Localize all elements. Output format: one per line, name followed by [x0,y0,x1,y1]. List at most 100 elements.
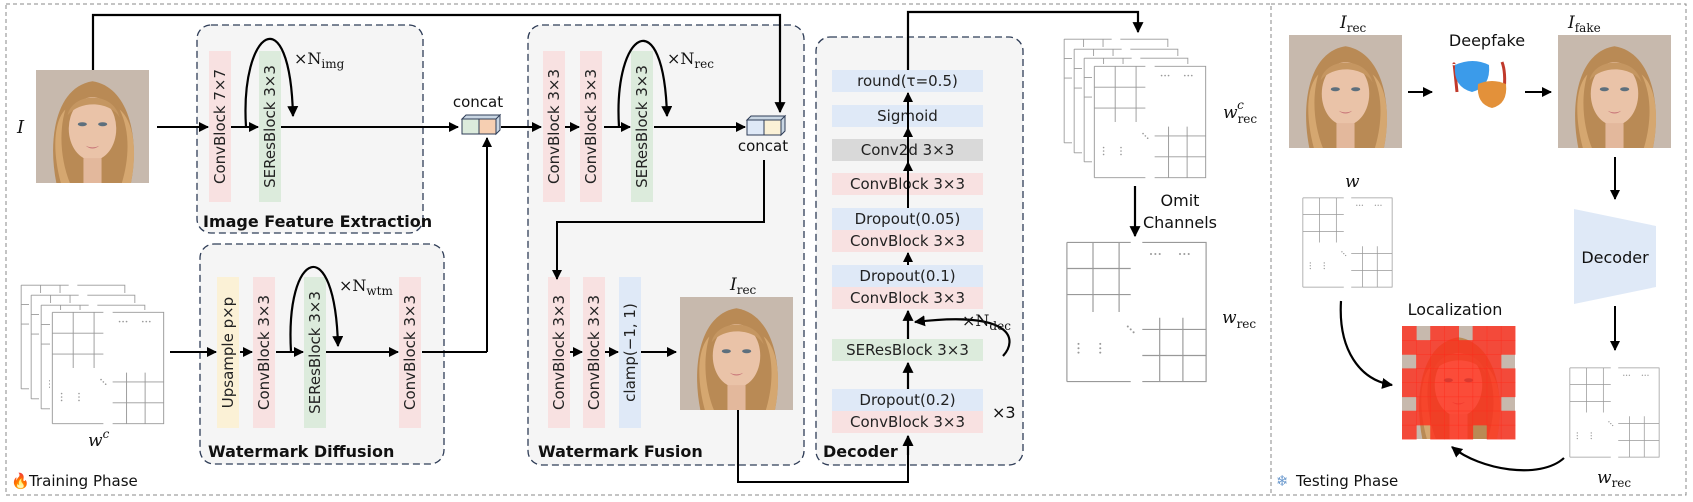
omit-label-1: Omit [1161,191,1200,210]
fire-icon: 🔥 [11,472,30,490]
decoder-block-4-label: Dropout(0.05) [855,210,961,228]
deepfake-label: Deepfake [1449,31,1525,50]
wf-bottom-block-1-label: ConvBlock 3×3 [585,295,603,410]
localization-cell [1416,354,1431,369]
localization-map [1402,326,1516,440]
test-decoder-shape [1574,209,1656,304]
test-irec-label: Irec [1339,13,1367,35]
input-image-label: I [16,117,25,138]
decoder-title: Decoder [823,442,898,461]
decoder-block-7-label: ConvBlock 3×3 [850,289,965,307]
decoder-block-0: round(τ=0.5) [832,70,983,92]
localization-cell [1472,354,1488,369]
training-phase-label: Training Phase [28,472,138,490]
localization-cell [1430,368,1445,383]
repeat-dec: ×Ndec [962,311,1011,333]
localization-cell [1500,382,1516,398]
decoder-block-8-label: SEResBlock 3×3 [846,341,969,359]
decoder-block-10-label: ConvBlock 3×3 [850,413,965,431]
localization-cell [1500,410,1516,426]
localization-cell [1430,340,1445,355]
localization-cell [1416,382,1431,398]
wf-top-block-2-label: SEResBlock 3×3 [633,65,651,188]
wd-block-1: ConvBlock 3×3 [253,277,275,428]
ifake-label: Ifake [1567,13,1601,35]
image-feature-extraction-title: Image Feature Extraction [203,212,432,231]
decoder-block-4: Dropout(0.05) [832,208,983,230]
testing-phase-border [1270,3,1687,496]
skip-connection-arrow [91,13,786,114]
localization-cell [1458,396,1474,412]
arrow-w-to-localization [1339,300,1394,389]
decoder-block-5-label: ConvBlock 3×3 [850,232,965,250]
localization-cell [1444,368,1459,383]
localization-cell [1402,326,1417,341]
snowflake-icon: ❄ [1276,472,1289,490]
omit-label-2: Channels [1143,213,1217,232]
wrec-label: wrec [1222,308,1256,331]
wd-block-2-label: SEResBlock 3×3 [306,291,324,414]
wf-bottom-block-0-label: ConvBlock 3×3 [550,295,568,410]
decoder-block-6-label: Dropout(0.1) [859,267,955,285]
localization-cell [1430,410,1445,426]
wrec-channels-stack [1062,36,1208,180]
localization-cell [1416,410,1431,426]
wd-block-3-label: ConvBlock 3×3 [401,295,419,410]
decoder-block-0-label: round(τ=0.5) [857,72,958,90]
image-feature-extraction-panel [196,24,424,234]
decoder-block-7: ConvBlock 3×3 [832,287,983,309]
localization-cell [1444,424,1459,440]
localization-cell [1444,326,1459,341]
localization-cell [1430,326,1445,341]
localization-cell [1500,368,1516,383]
test-wrec-matrix [1568,366,1661,459]
wf-bottom-block-2: clamp(−1, 1) [619,277,641,428]
localization-cell [1402,424,1417,440]
localization-cell [1500,340,1516,355]
localization-cell [1500,424,1516,440]
theater-masks-icon [1452,61,1507,108]
concat-cube-1 [460,113,502,136]
arrow [552,160,765,280]
localization-cell [1458,410,1474,426]
watermark-label: wc [88,427,110,451]
convblock-7x7-label: ConvBlock 7×7 [211,69,229,184]
localization-cell [1402,340,1417,355]
loop-arrow-dec [913,315,1011,357]
wf-top-block-0: ConvBlock 3×3 [543,51,565,202]
convblock-7x7: ConvBlock 7×7 [209,51,231,202]
test-wrec-label: wrec [1597,468,1631,490]
arrow-wrec-to-localization [1451,446,1565,472]
input-face-image [36,70,149,183]
wf-top-block-1: ConvBlock 3×3 [580,51,602,202]
localization-cell [1472,326,1488,341]
decoder-block-9: Dropout(0.2) [832,389,983,411]
training-phase-border [5,3,1272,496]
localization-label: Localization [1408,300,1503,319]
watermark-channels-stack [19,282,166,426]
arrow-to-decoder [737,410,913,483]
localization-cell [1430,424,1445,440]
wf-top-block-0-label: ConvBlock 3×3 [545,69,563,184]
localization-cell [1430,382,1445,398]
localization-cell [1458,424,1474,440]
times-3-label: ×3 [992,403,1016,422]
wd-block-2: SEResBlock 3×3 [304,277,326,428]
decoder-block-6: Dropout(0.1) [832,265,983,287]
localization-cell [1486,326,1502,341]
concat-cube-2 [745,114,787,137]
wf-bottom-block-1: ConvBlock 3×3 [583,277,605,428]
testing-phase-label: Testing Phase [1295,472,1398,490]
localization-cell [1472,340,1488,355]
localization-cell [1500,326,1516,341]
localization-cell [1402,368,1417,383]
localization-cell [1402,410,1417,426]
localization-cell [1444,396,1459,412]
wf-bottom-block-0: ConvBlock 3×3 [548,277,570,428]
decoder-block-10: ConvBlock 3×3 [832,411,983,433]
localization-cell [1486,382,1502,398]
loop-arrow-rec [617,39,673,128]
decoder-block-9-label: Dropout(0.2) [859,391,955,409]
fake-face-image [1558,35,1671,148]
